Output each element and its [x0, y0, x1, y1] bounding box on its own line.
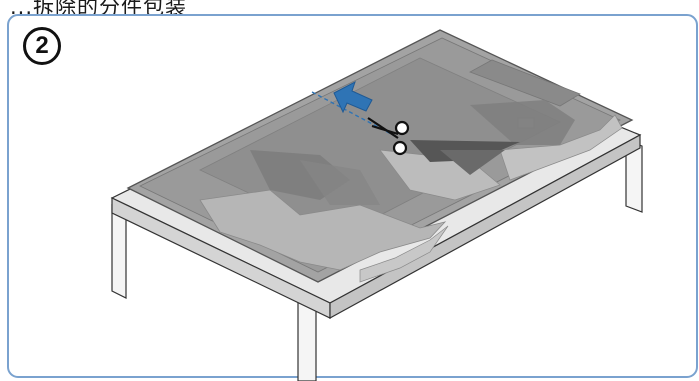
step-number-badge: 2	[23, 27, 61, 65]
